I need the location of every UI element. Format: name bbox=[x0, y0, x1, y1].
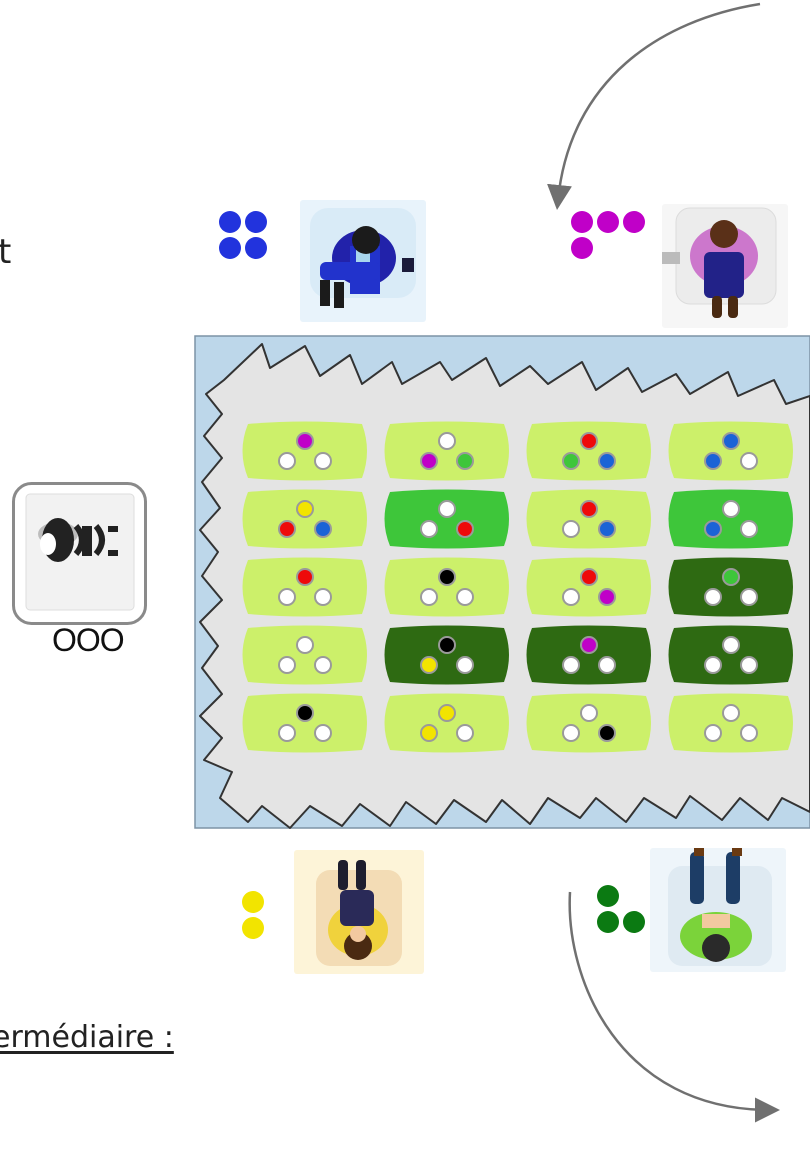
spot bbox=[297, 569, 313, 585]
spot bbox=[581, 501, 597, 517]
tile bbox=[385, 694, 510, 753]
spot bbox=[421, 589, 437, 605]
tile bbox=[385, 626, 510, 685]
spot bbox=[741, 453, 757, 469]
spot bbox=[421, 453, 437, 469]
tile bbox=[669, 558, 794, 617]
spot bbox=[279, 657, 295, 673]
tile bbox=[527, 558, 652, 617]
tile bbox=[243, 558, 368, 617]
tile bbox=[527, 626, 652, 685]
spot bbox=[315, 521, 331, 537]
spot bbox=[581, 569, 597, 585]
spot bbox=[279, 725, 295, 741]
tile bbox=[669, 490, 794, 549]
spot bbox=[599, 725, 615, 741]
spot bbox=[439, 637, 455, 653]
player-magenta-dots bbox=[568, 208, 652, 264]
spot bbox=[279, 589, 295, 605]
spot bbox=[279, 453, 295, 469]
spot bbox=[563, 657, 579, 673]
spot bbox=[439, 569, 455, 585]
spot bbox=[581, 433, 597, 449]
tile bbox=[243, 490, 368, 549]
spot bbox=[439, 433, 455, 449]
spot bbox=[599, 657, 615, 673]
spot bbox=[741, 725, 757, 741]
tile bbox=[527, 694, 652, 753]
spot bbox=[315, 657, 331, 673]
spot bbox=[599, 589, 615, 605]
tile bbox=[243, 626, 368, 685]
spot bbox=[421, 521, 437, 537]
spot bbox=[315, 453, 331, 469]
player-green-dots bbox=[592, 880, 652, 940]
spot bbox=[297, 501, 313, 517]
spot bbox=[457, 657, 473, 673]
spot bbox=[297, 637, 313, 653]
player-blue-portrait bbox=[300, 200, 426, 322]
player-yellow-dots bbox=[236, 888, 270, 946]
spot bbox=[723, 569, 739, 585]
tile bbox=[243, 422, 368, 481]
spot bbox=[599, 453, 615, 469]
spot bbox=[599, 521, 615, 537]
tile bbox=[527, 490, 652, 549]
spot bbox=[457, 725, 473, 741]
spot bbox=[439, 705, 455, 721]
spot bbox=[705, 453, 721, 469]
player-blue-dots bbox=[216, 208, 272, 264]
spot bbox=[563, 589, 579, 605]
spot bbox=[457, 453, 473, 469]
spot bbox=[439, 501, 455, 517]
spot bbox=[457, 589, 473, 605]
spot bbox=[279, 521, 295, 537]
spot bbox=[723, 433, 739, 449]
spot bbox=[421, 657, 437, 673]
tile bbox=[385, 422, 510, 481]
spot bbox=[297, 705, 313, 721]
tile bbox=[669, 626, 794, 685]
spot bbox=[705, 657, 721, 673]
spot bbox=[723, 637, 739, 653]
spot bbox=[563, 725, 579, 741]
spot bbox=[723, 705, 739, 721]
spot bbox=[315, 725, 331, 741]
spot bbox=[315, 589, 331, 605]
spot bbox=[581, 637, 597, 653]
tile bbox=[385, 558, 510, 617]
player-green-portrait bbox=[650, 848, 786, 972]
spot bbox=[705, 725, 721, 741]
spot bbox=[705, 521, 721, 537]
spot bbox=[723, 501, 739, 517]
spot bbox=[741, 657, 757, 673]
spot bbox=[457, 521, 473, 537]
spot bbox=[297, 433, 313, 449]
tile bbox=[669, 422, 794, 481]
player-magenta-portrait bbox=[662, 204, 788, 328]
spot bbox=[741, 521, 757, 537]
turn-arrow-top bbox=[558, 4, 760, 200]
tile bbox=[527, 422, 652, 481]
tile bbox=[669, 694, 794, 753]
spot bbox=[421, 725, 437, 741]
spot bbox=[563, 453, 579, 469]
spot bbox=[563, 521, 579, 537]
spot bbox=[581, 705, 597, 721]
player-yellow-portrait bbox=[294, 850, 424, 974]
spot bbox=[741, 589, 757, 605]
spot bbox=[705, 589, 721, 605]
tile bbox=[385, 490, 510, 549]
tile bbox=[243, 694, 368, 753]
